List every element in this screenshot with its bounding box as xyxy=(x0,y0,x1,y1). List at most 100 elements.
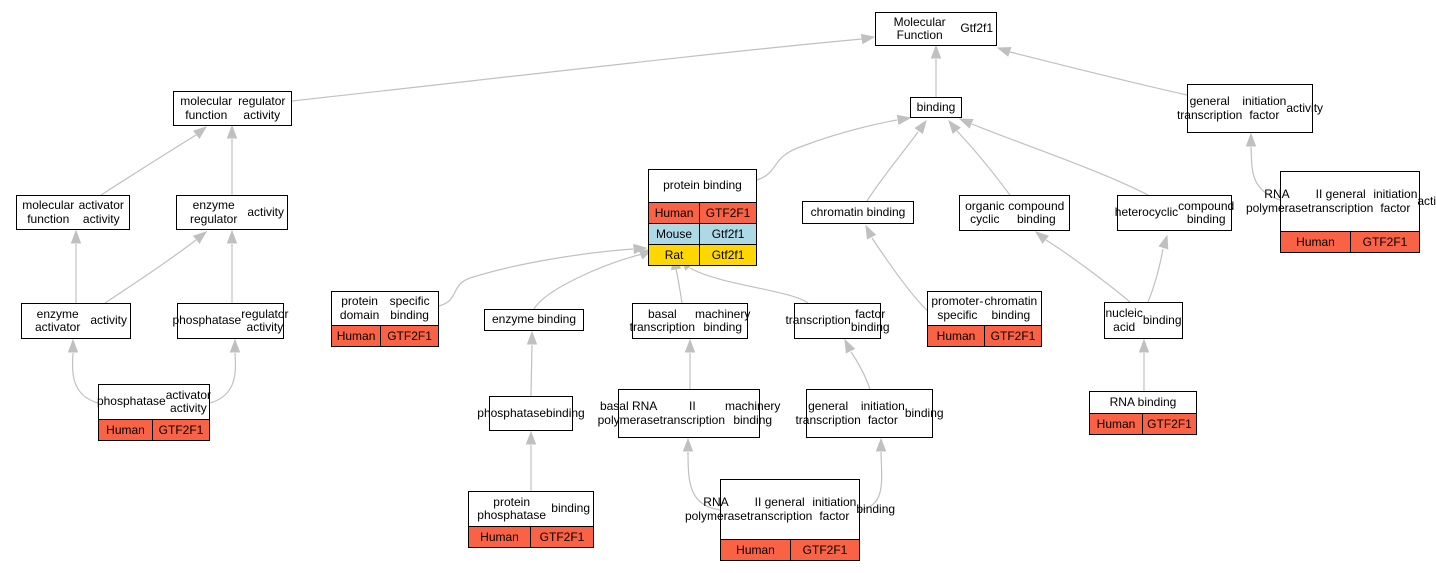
arrowhead-nucacid-to-orgcyc xyxy=(1034,231,1050,244)
edge-phosact-to-phosreg xyxy=(209,352,237,404)
edge-mfreg-to-mf xyxy=(291,38,863,102)
go-term-label-line: protein phosphatase xyxy=(477,494,547,522)
gene-symbol: Gtf2f1 xyxy=(711,227,745,241)
go-term-label-line: binding xyxy=(856,501,896,516)
go-term-label-line: enzyme regulator xyxy=(189,198,238,226)
go-term-label-line: chromatin binding xyxy=(984,294,1038,322)
go-term-label-line: Gtf2f1 xyxy=(960,21,993,36)
gene-symbol: GTF2F1 xyxy=(539,530,585,544)
annotation-row: Human GTF2F1 xyxy=(469,526,593,547)
organism-label: Human xyxy=(1090,414,1144,434)
go-term-label-line: binding xyxy=(916,99,956,114)
go-term-label-line: activity xyxy=(1286,100,1324,115)
gene-symbol: GTF2F1 xyxy=(1147,417,1192,431)
organism-label: Human xyxy=(1281,232,1351,252)
arrowhead-enzact-to-mfact xyxy=(70,229,82,244)
go-term-label: chromatin binding xyxy=(803,202,913,223)
arrowhead-protbind-to-binding xyxy=(896,114,912,126)
organism-label: Human xyxy=(99,420,154,440)
go-term-label-line: binding xyxy=(551,501,590,516)
go-term-label-line: phosphatase xyxy=(96,394,166,409)
arrowhead-rnapol2-to-gtifbind xyxy=(875,437,887,452)
go-term-label: binding xyxy=(911,98,961,117)
edge-orgcyc-to-binding xyxy=(956,130,1011,196)
go-term-label-line: initiation factor xyxy=(1373,187,1418,215)
arrowhead-nucacid-to-hetcyc xyxy=(1158,234,1169,250)
go-term-label-line: transcription xyxy=(785,313,851,328)
go-term-label-line: II general transcription xyxy=(1307,187,1374,215)
organism-label: Human xyxy=(332,326,382,346)
organism-label: Human xyxy=(721,540,791,560)
go-term-label-line: machinery binding xyxy=(695,306,751,334)
arrowhead-gtifa-to-mf xyxy=(996,46,1012,57)
edge-hetcyc-to-binding xyxy=(971,123,1149,196)
edge-chrom-to-binding xyxy=(866,131,919,202)
edge-mfact-to-mfreg xyxy=(100,134,197,196)
go-term-label-line: nucleic acid xyxy=(1105,306,1143,334)
go-term-label-line: II general transcription xyxy=(746,495,813,523)
go-term-enzbind[interactable]: enzyme binding xyxy=(484,309,584,331)
go-term-label-line: factor binding xyxy=(850,306,890,334)
go-term-label-line: activity xyxy=(1417,193,1436,208)
edge-phosact-to-enzact xyxy=(71,352,99,404)
go-term-label-line: specific binding xyxy=(389,294,430,322)
gene-symbol: GTF2F1 xyxy=(1362,235,1408,249)
go-term-label-line: binding xyxy=(546,405,585,420)
arrowhead-hetcyc-to-binding xyxy=(958,118,974,129)
organism-label: Human xyxy=(649,203,701,223)
edge-promchrom-to-chrom xyxy=(871,237,931,314)
go-term-label-line: protein domain xyxy=(339,294,380,322)
annotation-row: Human GTF2F1 xyxy=(332,325,438,346)
go-term-label-line: compound binding xyxy=(1008,198,1065,226)
arrowhead-mfreg-to-mf xyxy=(860,33,876,45)
arrowhead-phosreg-to-enzreg xyxy=(226,229,238,244)
organism-label: Mouse xyxy=(649,224,701,244)
go-term-label-line: molecular function xyxy=(180,94,233,122)
go-term-label-line: machinery binding xyxy=(725,399,781,427)
edge-rnapol1-to-gtifa xyxy=(1250,146,1281,201)
organism-label: Human xyxy=(469,527,532,547)
arrowhead-promchrom-to-chrom xyxy=(865,224,877,240)
gene-symbol: GTF2F1 xyxy=(387,329,432,343)
arrowhead-rnapol2-to-basalrna xyxy=(682,437,694,452)
edge-nucacid-to-orgcyc xyxy=(1045,239,1131,303)
go-term-chrom[interactable]: chromatin binding xyxy=(802,201,914,224)
go-term-label: protein phosphatase binding xyxy=(469,492,593,526)
go-term-binding[interactable]: binding xyxy=(910,97,962,118)
go-term-label: protein domain specific binding xyxy=(332,292,438,325)
